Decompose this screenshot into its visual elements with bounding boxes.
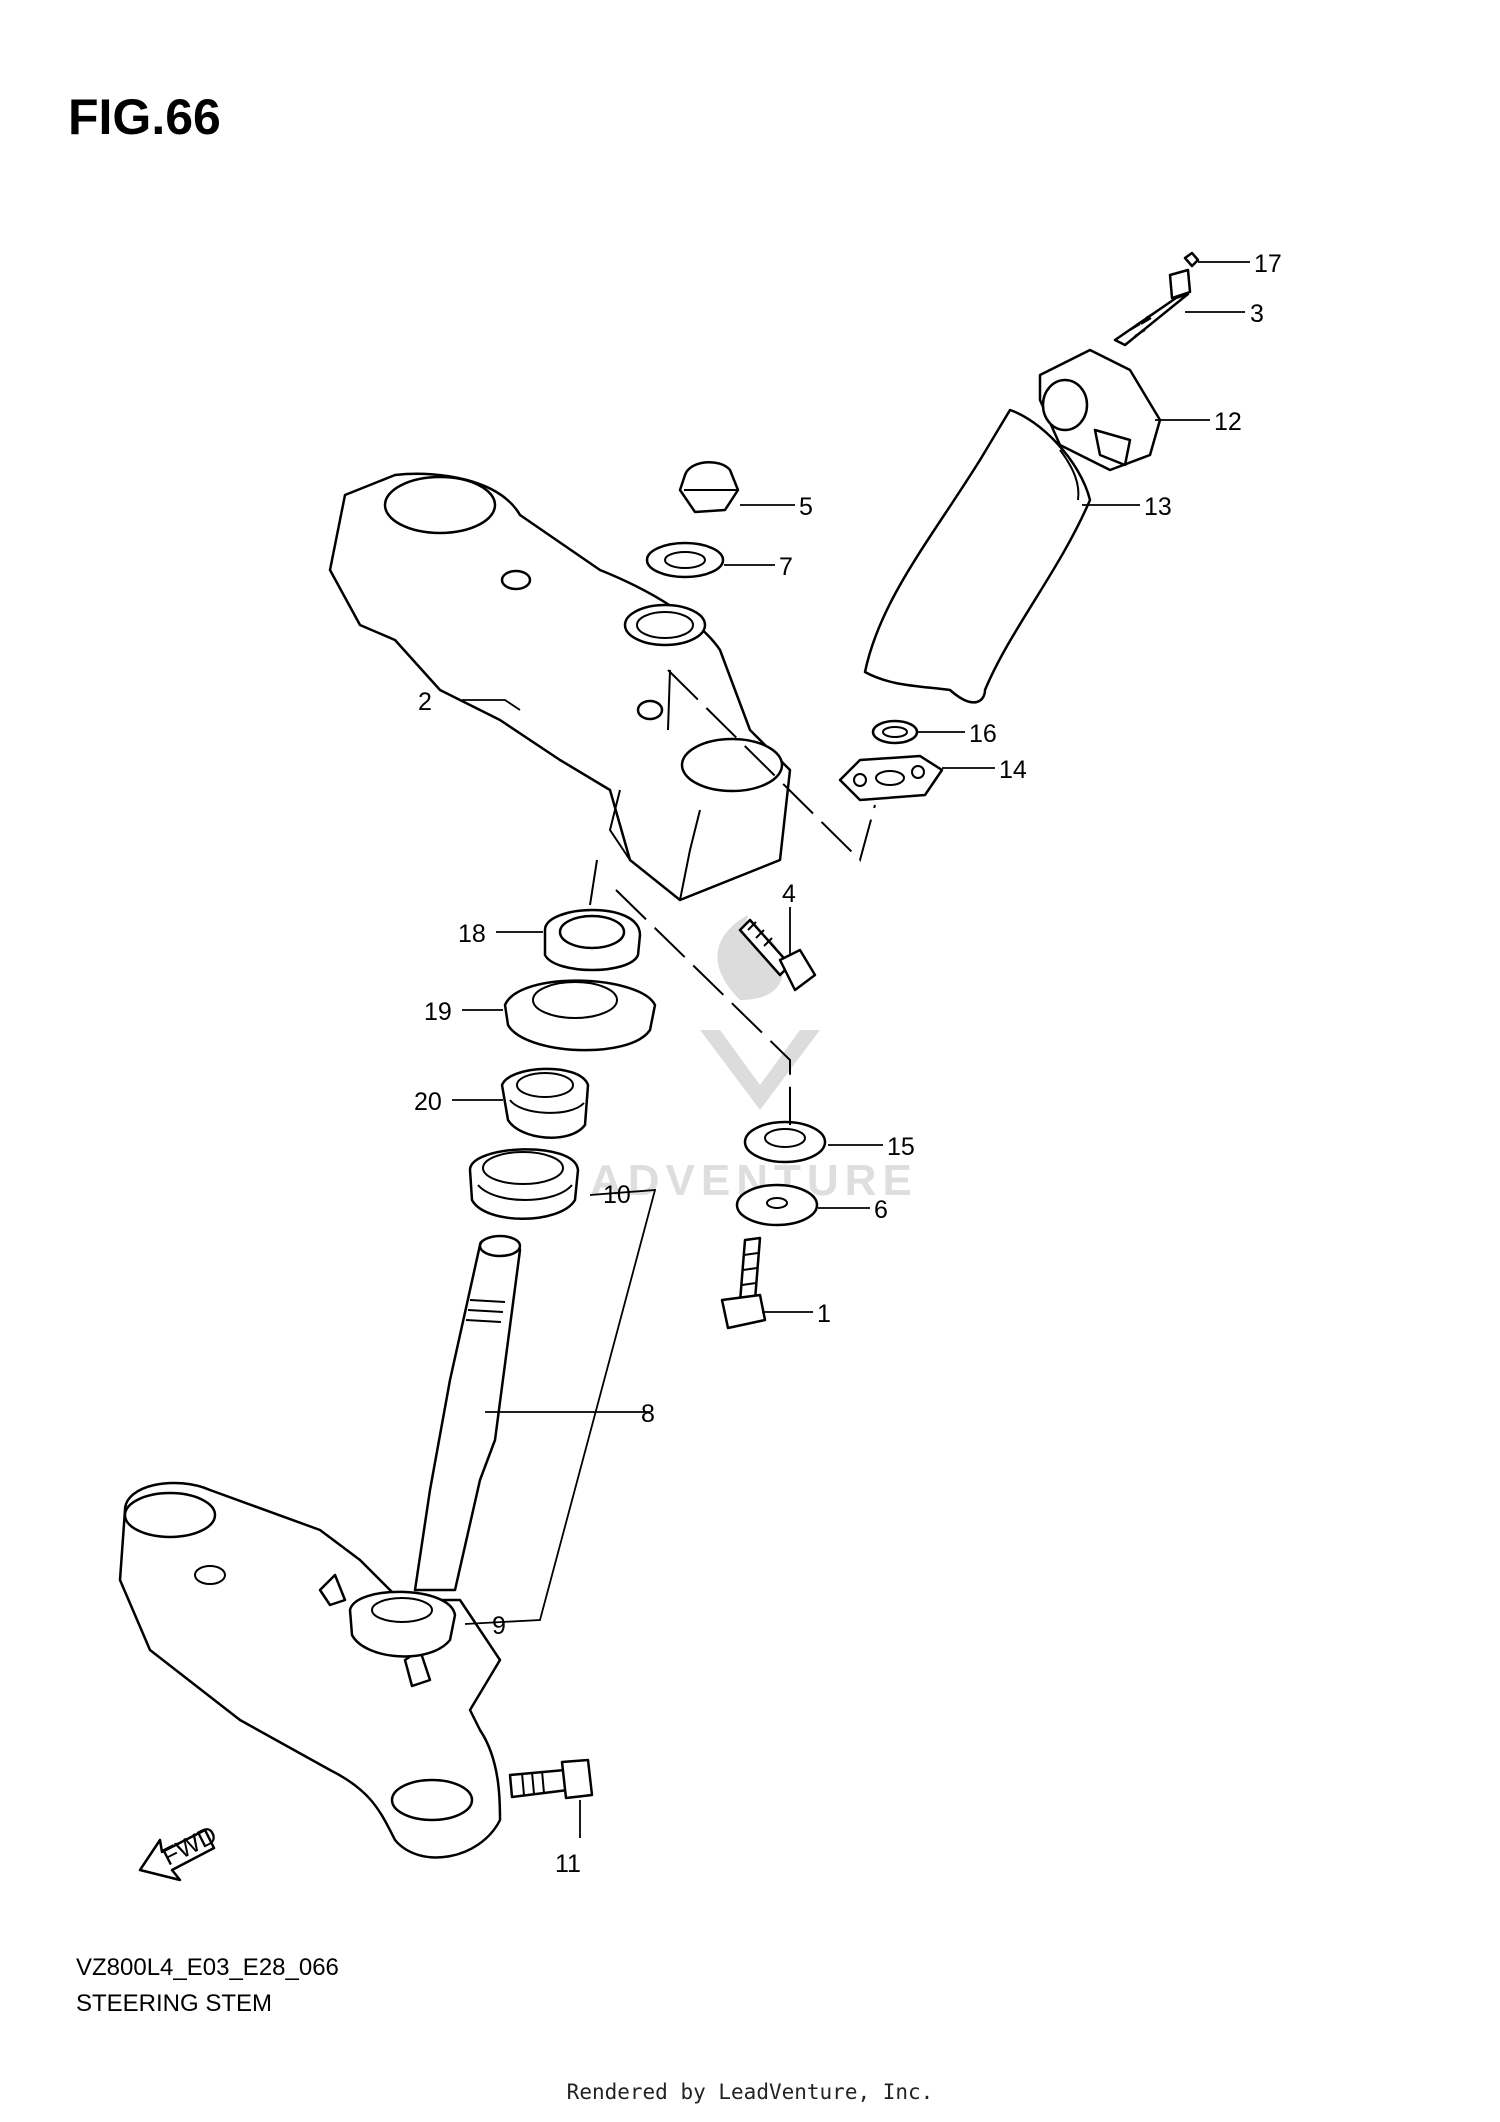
render-credit: Rendered by LeadVenture, Inc.	[566, 2080, 934, 2104]
part-17-clip[interactable]	[1183, 251, 1200, 268]
callout-2[interactable]: 2	[418, 688, 432, 716]
callout-11[interactable]: 11	[555, 1850, 581, 1878]
callout-4[interactable]: 4	[782, 880, 796, 908]
part-9-dust-seal[interactable]	[348, 1590, 457, 1658]
part-8-steering-stem[interactable]	[118, 1234, 522, 1859]
watermark: ADVENTURE	[590, 915, 912, 1205]
callout-9[interactable]: 9	[492, 1612, 506, 1640]
callout-10[interactable]: 10	[603, 1181, 631, 1209]
callout-8[interactable]: 8	[641, 1400, 655, 1428]
part-11-bolt[interactable]	[508, 1758, 594, 1800]
part-13-holder-cover[interactable]	[863, 408, 1092, 704]
callout-14[interactable]: 14	[999, 756, 1027, 784]
part-19-dust-seal[interactable]	[503, 979, 657, 1052]
fwd-label: FWD	[158, 1821, 221, 1872]
part-7-washer[interactable]	[645, 541, 725, 579]
callout-7[interactable]: 7	[779, 553, 793, 581]
callout-16[interactable]: 16	[969, 720, 997, 748]
part-16-washer[interactable]	[871, 719, 919, 745]
callout-3[interactable]: 3	[1250, 300, 1264, 328]
callout-5[interactable]: 5	[799, 493, 813, 521]
callout-6[interactable]: 6	[874, 1196, 888, 1224]
part-4-bolt[interactable]	[738, 918, 817, 992]
callout-15[interactable]: 15	[887, 1133, 915, 1161]
assembly-lines	[464, 669, 876, 1625]
callout-20[interactable]: 20	[414, 1088, 442, 1116]
part-1-bolt[interactable]	[720, 1236, 767, 1330]
leader-lines	[452, 261, 1250, 1838]
part-14-plate[interactable]	[838, 754, 944, 802]
part-18-stem-nut[interactable]	[543, 908, 642, 972]
part-3-bolt[interactable]	[1113, 268, 1192, 347]
part-6-washer[interactable]	[735, 1183, 819, 1227]
part-20-upper-bearing[interactable]	[500, 1067, 590, 1139]
callout-labels: 17 3 12 13 5 7 2 16 14 4 18 19 20 15 10 …	[414, 250, 1282, 1878]
callout-18[interactable]: 18	[458, 920, 486, 948]
part-5-cap-nut[interactable]	[678, 461, 740, 514]
part-12-handlebar-holder[interactable]	[1038, 348, 1162, 472]
fwd-arrow-icon: FWD	[138, 1821, 221, 1882]
part-10-lower-bearing[interactable]	[468, 1148, 580, 1220]
figure-title: FIG.66	[68, 89, 221, 145]
callout-12[interactable]: 12	[1214, 408, 1242, 436]
callout-1[interactable]: 1	[817, 1300, 831, 1328]
callout-17[interactable]: 17	[1254, 250, 1282, 278]
diagram-code: VZ800L4_E03_E28_066	[76, 1954, 339, 1981]
callout-19[interactable]: 19	[424, 998, 452, 1026]
callout-13[interactable]: 13	[1144, 493, 1172, 521]
diagram-caption: STEERING STEM	[76, 1990, 273, 2017]
part-2-upper-bracket[interactable]	[328, 472, 792, 902]
part-15-washer[interactable]	[743, 1120, 827, 1164]
